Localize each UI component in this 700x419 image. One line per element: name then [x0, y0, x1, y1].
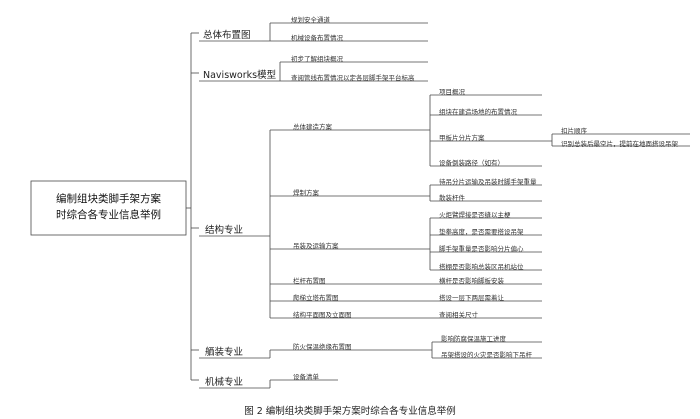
diaozhuang-item: 脚手架重量是否影响分片偏心	[439, 245, 524, 253]
jianzao-item: 项目概况	[439, 88, 465, 96]
diaozhuang-item: 火炬臂焊接是否缝以主梗	[439, 211, 511, 219]
diaozhuang-item: 垫拳高度，是否需要搭设吊架	[439, 228, 524, 236]
hanzhi-item: 散装杆件	[439, 194, 465, 202]
node-jixie: 机械专业	[205, 377, 244, 388]
root-line-2: 时综合各专业信息举例	[56, 209, 161, 221]
guanzhuang-label: 防火保温绝缘布置图	[293, 343, 352, 351]
guanzhuang-item: 影响防腐保温施工进度	[441, 335, 506, 343]
jixie-label: 设备清单	[293, 373, 319, 381]
jiegou-hanzhi-label: 焊制方案	[293, 189, 319, 197]
root-line-1: 编制组块类脚手架方案	[56, 193, 161, 205]
node-zongti: 总体布置图	[203, 30, 251, 41]
guanzhuang-item: 吊架搭设的火灾是否影响下吊杆	[441, 351, 532, 359]
jiegou-diaozhuang-label: 吊装及运输方案	[293, 242, 339, 250]
root-node: 编制组块类脚手架方案 时综合各专业信息举例	[31, 191, 186, 223]
node-jiegou: 结构专业	[205, 225, 244, 236]
jianzao-item: 甲板片分片方案	[439, 134, 485, 142]
langan-item: 横杆是否影响脚板安装	[439, 277, 504, 285]
pingmian-item: 查阅相关尺寸	[439, 311, 478, 319]
node-navisworks: Navisworks模型	[203, 70, 277, 81]
jianzao-sub-text: 识别总装后最空片，提前在地面搭设吊架	[561, 140, 678, 148]
jiegou-langan-label: 栏杆布置图	[293, 277, 326, 285]
zongti-item: 规划安全通道	[291, 16, 330, 24]
jiegou-jianzao-label: 总体建造方案	[293, 123, 332, 131]
zongti-item: 机械设备布置情况	[291, 34, 343, 42]
navis-item: 初步了解组块概况	[291, 55, 343, 63]
jianzao-item: 组块在建造场地的布置情况	[439, 108, 517, 116]
jiegou-pati-label: 爬梯立塔布置图	[293, 294, 339, 302]
pati-item: 搭设一层下两层需着让	[439, 294, 504, 302]
node-guanzhuang: 舾装专业	[205, 347, 244, 358]
figure-caption: 图 2 编制组块类脚手架方案时综合各专业信息举例	[244, 406, 456, 417]
navis-item: 查阅管线布置情况以定各层脚手架平台标高	[291, 74, 415, 82]
jianzao-sub-title: 扣片顺序	[561, 127, 587, 135]
hanzhi-item: 待吊分片运输及吊装时脚手架重量	[439, 178, 537, 186]
jiegou-pingmian-label: 结构平面图及立面图	[293, 311, 352, 319]
diaozhuang-item: 搭棚是否影响总装区吊机站位	[439, 263, 524, 271]
jianzao-item: 设备倒装路径（如有）	[439, 159, 504, 167]
